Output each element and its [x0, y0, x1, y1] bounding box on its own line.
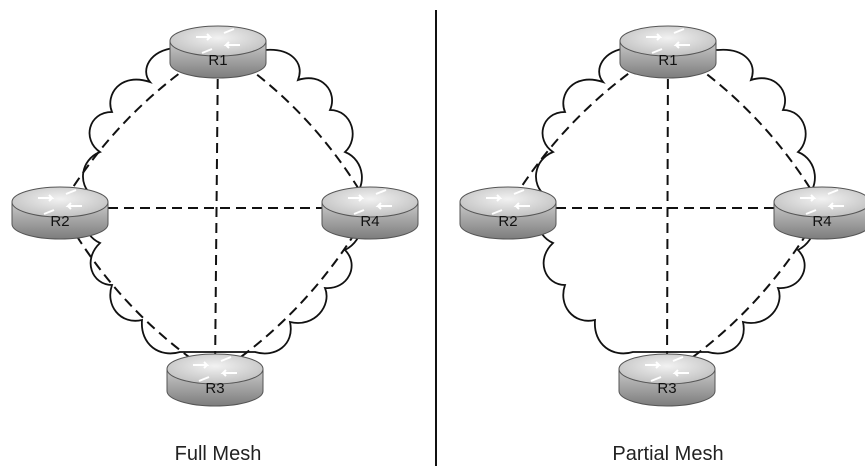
router-r4: R4 [773, 186, 865, 240]
router-icon [321, 186, 419, 218]
router-label: R2 [50, 213, 69, 230]
link-r1-r2 [507, 46, 669, 209]
router-label: R1 [658, 52, 677, 69]
cloud-outline [82, 47, 363, 355]
router-icon [169, 25, 267, 57]
router-label: R3 [657, 380, 676, 397]
link-r1-r2 [59, 46, 219, 209]
router-label: R4 [812, 213, 831, 230]
router-icon [11, 186, 109, 218]
router-icon [618, 353, 716, 385]
router-r4: R4 [321, 186, 419, 240]
router-icon [773, 186, 865, 218]
panel-caption: Partial Mesh [612, 443, 723, 465]
router-label: R4 [360, 213, 379, 230]
router-icon [459, 186, 557, 218]
router-icon [166, 353, 264, 385]
router-r2: R2 [11, 186, 109, 240]
router-icon [619, 25, 717, 57]
router-label: R3 [205, 380, 224, 397]
router-r1: R1 [619, 25, 717, 79]
router-label: R1 [208, 52, 227, 69]
link-r1-r4 [667, 46, 823, 209]
router-r3: R3 [618, 353, 716, 407]
router-r2: R2 [459, 186, 557, 240]
router-r3: R3 [166, 353, 264, 407]
router-label: R2 [498, 213, 517, 230]
panel-caption: Full Mesh [175, 443, 262, 465]
router-r1: R1 [169, 25, 267, 79]
link-r1-r3 [214, 46, 219, 376]
link-r1-r3 [666, 46, 669, 376]
link-r1-r4 [217, 46, 371, 209]
cloud-outline [535, 47, 816, 355]
